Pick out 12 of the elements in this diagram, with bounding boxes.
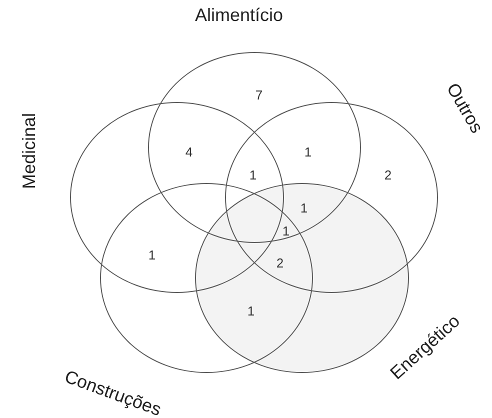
region-count: 1 [148, 248, 156, 262]
region-count: 1 [247, 304, 255, 318]
region-count: 4 [185, 146, 193, 158]
region-count: 1 [282, 224, 290, 238]
set-heading: Medicinal [20, 112, 38, 190]
region-count: 2 [276, 256, 284, 270]
region-count: 2 [384, 168, 392, 182]
region-count: 1 [304, 146, 312, 158]
region-count: 1 [300, 202, 308, 214]
region-count: 1 [249, 168, 257, 182]
region-count: 7 [255, 88, 263, 102]
set-heading: Alimentício [194, 6, 284, 24]
